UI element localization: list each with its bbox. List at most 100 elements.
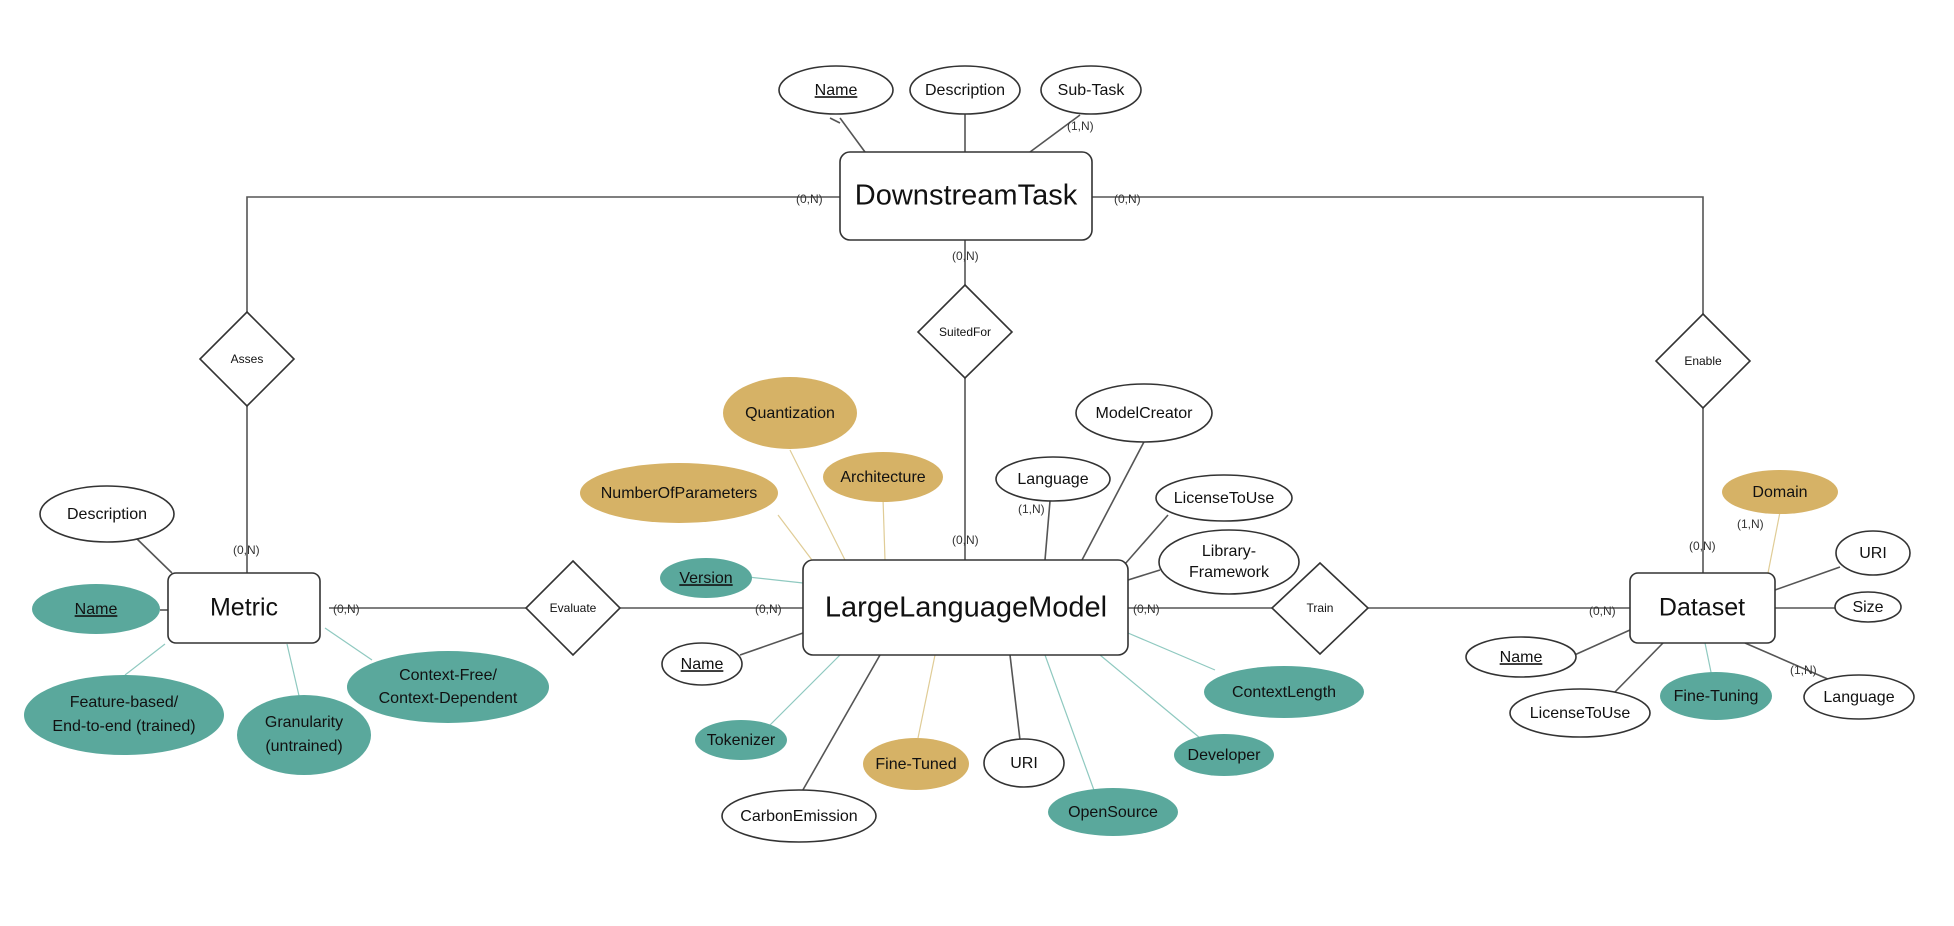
relationship-label: Evaluate — [550, 601, 597, 615]
attribute-dataset-fine-tuning[interactable]: Fine-Tuning — [1660, 672, 1772, 720]
attribute-oval — [909, 65, 1021, 115]
entity-label: Dataset — [1659, 594, 1745, 622]
attribute-dataset-uri[interactable]: URI — [1835, 530, 1911, 576]
relationship-diamond — [1654, 312, 1752, 410]
cardinality-llm-left: (0,N) — [755, 602, 782, 616]
attribute-oval — [1204, 666, 1364, 718]
attribute-label: LicenseToUse — [1530, 705, 1631, 722]
attribute-llm-model-creator[interactable]: ModelCreator — [1075, 383, 1213, 443]
attribute-dataset-language[interactable]: Language — [1803, 674, 1915, 720]
entity-metric[interactable]: Metric — [167, 572, 321, 644]
edge-llm-language — [1044, 500, 1051, 561]
attribute-dataset-size[interactable]: Size — [1834, 591, 1902, 623]
attribute-oval — [1075, 383, 1213, 443]
attribute-llm-carbon-emission[interactable]: CarbonEmission — [721, 789, 877, 843]
edge-llm-tokenizer — [769, 654, 841, 726]
edge-dataset-language — [1744, 642, 1831, 681]
attribute-oval — [863, 738, 969, 790]
attribute-llm-version[interactable]: Version — [660, 558, 752, 598]
relationship-asses[interactable]: Asses — [198, 310, 296, 408]
attribute-llm-fine-tuned[interactable]: Fine-Tuned — [863, 738, 969, 790]
attribute-label: Version — [679, 570, 732, 587]
attribute-label: Name — [815, 82, 858, 99]
attribute-label: URI — [1010, 755, 1038, 772]
attribute-label: Language — [1017, 471, 1088, 488]
attribute-llm-uri[interactable]: URI — [983, 738, 1065, 788]
attribute-oval — [24, 675, 224, 755]
attribute-metric-description[interactable]: Description — [39, 485, 175, 543]
attribute-oval — [237, 695, 371, 775]
edge-llm-contextlength — [1127, 632, 1216, 671]
attribute-task-description[interactable]: Description — [909, 65, 1021, 115]
attribute-metric-granularity[interactable]: Granularity (untrained) — [237, 695, 371, 775]
entity-dataset[interactable]: Dataset — [1629, 572, 1776, 644]
attribute-oval — [1722, 470, 1838, 514]
cardinality-dataset-top: (0,N) — [1689, 539, 1716, 553]
attribute-label: (untrained) — [265, 738, 342, 755]
attribute-label: Size — [1852, 599, 1883, 616]
attribute-oval — [1158, 529, 1300, 595]
edge-llm-license — [1124, 514, 1169, 565]
relationship-suited-for[interactable]: SuitedFor — [916, 283, 1014, 380]
attribute-llm-tokenizer[interactable]: Tokenizer — [695, 720, 787, 760]
attribute-llm-developer[interactable]: Developer — [1174, 734, 1274, 776]
entity-label: Metric — [210, 594, 278, 622]
attribute-task-name[interactable]: Name — [778, 65, 894, 115]
entity-large-language-model[interactable]: LargeLanguageModel — [802, 559, 1129, 656]
relationship-evaluate[interactable]: Evaluate — [524, 559, 622, 657]
cardinalities: (1,N) (0,N) (0,N) (0,N) (0,N) (0,N) (0,N… — [233, 119, 1817, 677]
edge-task-asses — [246, 196, 840, 312]
edge-llm-name — [739, 632, 804, 656]
edge-task-name — [829, 117, 841, 124]
entity-label: LargeLanguageModel — [825, 592, 1107, 624]
edge-llm-developer — [1099, 654, 1201, 739]
attribute-oval — [32, 584, 160, 634]
attribute-llm-library-framework[interactable]: Library- Framework — [1158, 529, 1300, 595]
relationship-train[interactable]: Train — [1270, 561, 1370, 656]
attribute-dataset-name[interactable]: Name — [1465, 636, 1577, 678]
attribute-llm-name[interactable]: Name — [661, 642, 743, 686]
attribute-label: ModelCreator — [1096, 405, 1194, 422]
attribute-dataset-domain[interactable]: Domain — [1722, 470, 1838, 514]
attribute-llm-number-of-parameters[interactable]: NumberOfParameters — [580, 463, 778, 523]
attribute-oval — [39, 485, 175, 543]
attribute-label: Name — [75, 601, 118, 618]
attribute-label: Fine-Tuned — [875, 756, 956, 773]
attribute-oval — [1660, 672, 1772, 720]
attribute-label: Name — [681, 656, 724, 673]
edge-llm-library — [1127, 569, 1161, 581]
edge-dataset-uri — [1774, 566, 1841, 591]
attribute-label: Granularity — [265, 714, 343, 731]
edge-llm-uri — [1009, 654, 1021, 741]
cardinality-dataset-language: (1,N) — [1790, 663, 1817, 677]
attribute-label: Tokenizer — [707, 732, 776, 749]
cardinality-task-right: (0,N) — [1114, 192, 1141, 206]
attribute-llm-open-source[interactable]: OpenSource — [1048, 788, 1178, 836]
entity-downstream-task[interactable]: DownstreamTask — [839, 151, 1093, 241]
cardinality-llm-top: (0,N) — [952, 533, 979, 547]
attribute-oval — [1174, 734, 1274, 776]
attribute-label: URI — [1859, 545, 1887, 562]
attribute-label: Domain — [1752, 484, 1807, 501]
attribute-oval — [823, 452, 943, 502]
attribute-metric-name[interactable]: Name — [32, 584, 160, 634]
relationship-diamond — [1270, 561, 1370, 656]
attribute-llm-quantization[interactable]: Quantization — [723, 377, 857, 449]
attribute-label: OpenSource — [1068, 804, 1158, 821]
attribute-label: Context-Free/ — [399, 667, 497, 684]
attribute-metric-feature-based[interactable]: Feature-based/ End-to-end (trained) — [24, 675, 224, 755]
attribute-metric-context[interactable]: Context-Free/ Context-Dependent — [347, 651, 549, 723]
relationship-enable[interactable]: Enable — [1654, 312, 1752, 410]
attribute-task-subtask[interactable]: Sub-Task — [1040, 65, 1142, 115]
attribute-label: Developer — [1188, 747, 1262, 764]
attribute-label: CarbonEmission — [740, 808, 857, 825]
attribute-label: Framework — [1189, 564, 1270, 581]
attribute-llm-context-length[interactable]: ContextLength — [1204, 666, 1364, 718]
edge-metric-feature — [124, 643, 166, 676]
attribute-llm-language[interactable]: Language — [995, 456, 1111, 502]
attribute-llm-architecture[interactable]: Architecture — [823, 452, 943, 502]
cardinality-metric-right: (0,N) — [333, 602, 360, 616]
attribute-dataset-license-to-use[interactable]: LicenseToUse — [1509, 688, 1651, 738]
attribute-llm-license-to-use[interactable]: LicenseToUse — [1155, 474, 1293, 522]
